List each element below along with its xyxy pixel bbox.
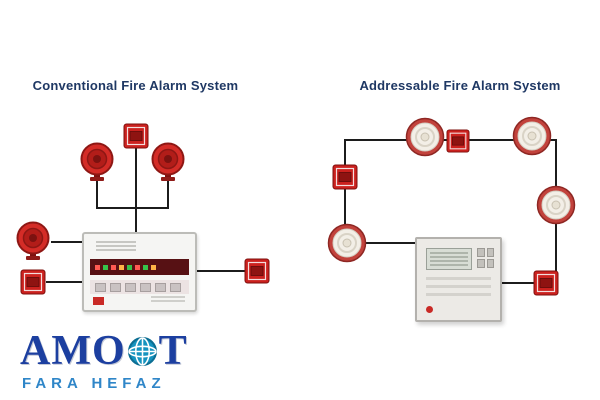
panel-lcd-display (426, 248, 472, 270)
panel-keypad (477, 248, 494, 268)
logo-text-left: AMO (20, 328, 126, 374)
panel-label-lines (426, 277, 491, 301)
amoot-fara-hefaz-logo: AMO T FARA HEFAZ (20, 330, 188, 392)
smoke-detector-icon (512, 116, 552, 156)
panel-label-text-block (96, 241, 136, 251)
fire-sounder-icon (149, 142, 187, 184)
manual-call-point-icon (533, 270, 559, 296)
addressable-panel (415, 237, 502, 322)
zone-led-strip (90, 259, 189, 275)
fire-sounder-icon (78, 142, 116, 184)
panel-controls-row (90, 280, 189, 294)
smoke-detector-icon (536, 185, 576, 225)
manual-call-point-icon (123, 123, 149, 149)
smoke-detector-icon (327, 223, 367, 263)
addressable-system-title: Addressable Fire Alarm System (359, 78, 561, 93)
logo-text-right: T (158, 328, 188, 374)
manual-call-point-icon (332, 164, 358, 190)
panel-fine-print (151, 296, 185, 304)
smoke-detector-icon (405, 117, 445, 157)
conventional-panel (82, 232, 197, 312)
conventional-system-title: Conventional Fire Alarm System (32, 78, 239, 93)
fire-sounder-icon (14, 221, 52, 263)
logo-wordmark: AMO T (20, 330, 188, 372)
manual-call-point-icon (20, 269, 46, 295)
logo-subtitle: FARA HEFAZ (22, 375, 166, 392)
manual-call-point-icon (244, 258, 270, 284)
manual-call-point-icon (446, 129, 470, 153)
panel-status-led (426, 306, 433, 313)
globe-icon (127, 336, 158, 367)
panel-brand-mark (93, 297, 104, 305)
